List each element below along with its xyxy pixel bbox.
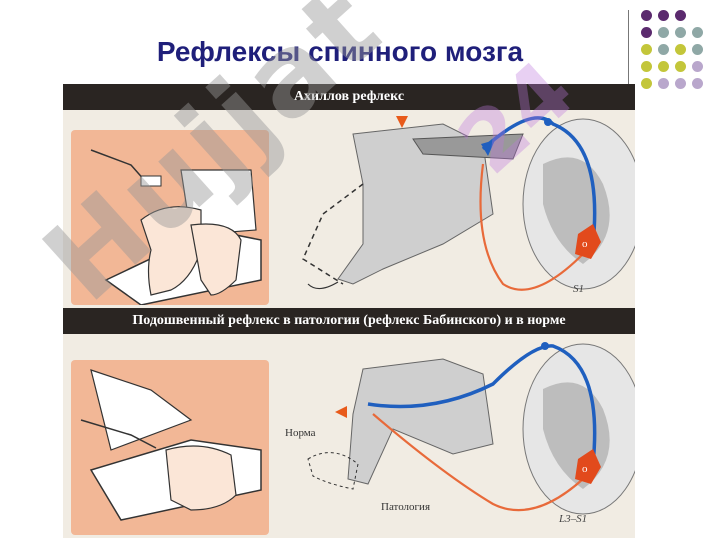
neuron-letter-top: o bbox=[582, 238, 588, 250]
stroke-start-marker bbox=[335, 406, 347, 418]
norm-label: Норма bbox=[285, 427, 316, 439]
decor-dot bbox=[641, 10, 652, 21]
plantar-test-illustration bbox=[71, 360, 269, 535]
decor-dot bbox=[641, 27, 652, 38]
segment-label-bottom: L3–S1 bbox=[558, 513, 587, 525]
hammer-strike-marker bbox=[396, 116, 408, 128]
segment-label-top: S1 bbox=[573, 283, 584, 295]
reflex-arc-diagram: o S1 Норма Патология o L3–S1 bbox=[285, 116, 635, 525]
afferent-path-top bbox=[481, 116, 597, 245]
leg-hammer-drawing bbox=[90, 149, 262, 306]
reflex-figure: Ахиллов рефлекс Подошвенный рефлекс в па… bbox=[63, 84, 635, 538]
decor-dot bbox=[675, 78, 686, 89]
plantar-leg-shape bbox=[347, 358, 494, 485]
motor-neuron-top bbox=[575, 224, 601, 259]
slide-title: Рефлексы спинного мозга bbox=[156, 36, 524, 67]
decor-dot bbox=[658, 27, 669, 38]
decor-dot bbox=[675, 10, 686, 21]
decor-dot bbox=[675, 44, 686, 55]
decor-dot bbox=[641, 78, 652, 89]
decor-dot bbox=[692, 61, 703, 72]
motor-neuron-bottom bbox=[575, 449, 601, 484]
decor-dot bbox=[675, 61, 686, 72]
decorative-dot-grid bbox=[641, 10, 720, 110]
decor-dot bbox=[692, 44, 703, 55]
decor-dot bbox=[658, 78, 669, 89]
decor-dot bbox=[692, 78, 703, 89]
decor-dot bbox=[658, 10, 669, 21]
neuron-letter-bottom: o bbox=[582, 463, 588, 475]
efferent-path-top bbox=[479, 163, 584, 291]
efferent-path-bottom bbox=[372, 413, 584, 512]
decor-dot bbox=[692, 27, 703, 38]
afferent-path-bottom bbox=[367, 344, 597, 465]
pathology-label: Патология bbox=[381, 501, 430, 513]
decor-dot bbox=[641, 61, 652, 72]
decor-dot bbox=[658, 61, 669, 72]
plantar-reflex-banner: Подошвенный рефлекс в патологии (рефлекс… bbox=[63, 308, 635, 334]
foot-stroke-drawing bbox=[80, 369, 262, 521]
achilles-reflex-banner: Ахиллов рефлекс bbox=[63, 84, 635, 110]
decor-dot bbox=[641, 44, 652, 55]
decor-dot bbox=[675, 27, 686, 38]
decor-dot bbox=[658, 44, 669, 55]
achilles-test-illustration bbox=[71, 130, 269, 306]
decor-divider-line bbox=[628, 10, 629, 105]
